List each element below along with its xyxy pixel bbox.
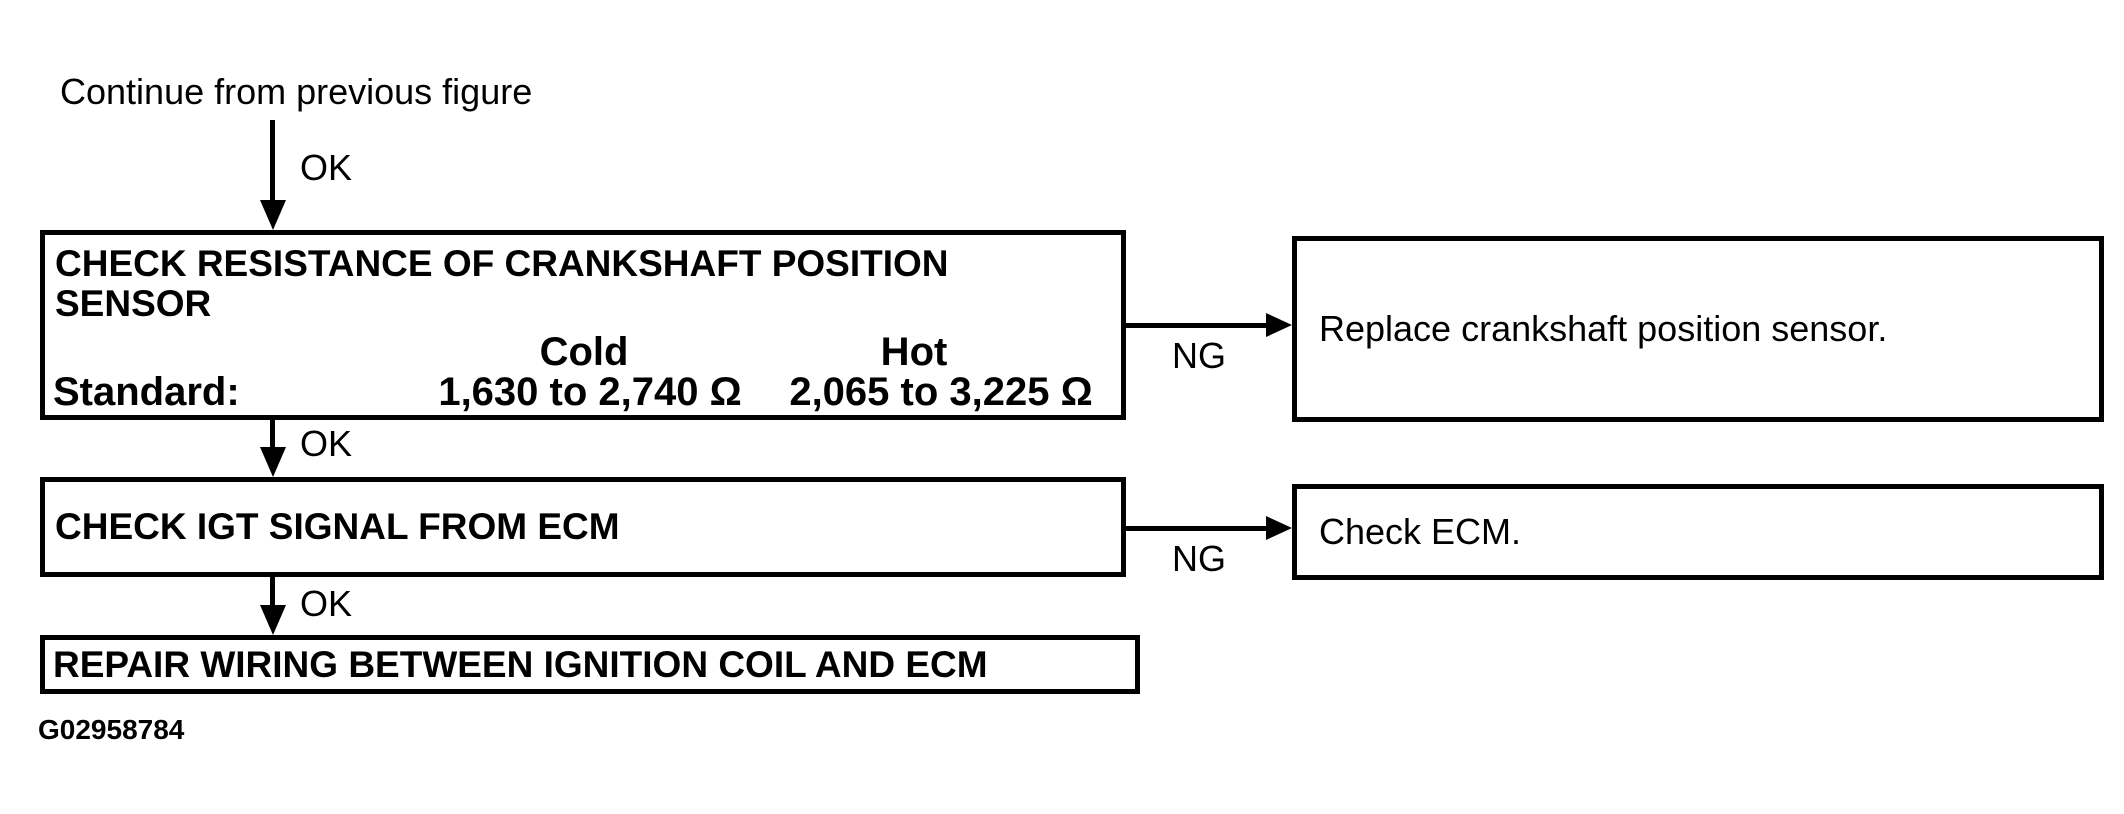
- ok-label-2: OK: [300, 423, 353, 464]
- ng-label-2: NG: [1172, 538, 1226, 579]
- ng-label-1: NG: [1172, 335, 1226, 376]
- result-text-check-ecm: Check ECM.: [1319, 511, 1522, 552]
- result-box-replace-sensor: Replace crankshaft position sensor.: [1292, 236, 2104, 422]
- result-text-replace-sensor: Replace crankshaft position sensor.: [1319, 308, 1888, 349]
- flow-line-entry-to-step1: [270, 120, 275, 200]
- standard-value-cold: 1,630 to 2,740 Ω: [438, 370, 742, 414]
- step3-title: REPAIR WIRING BETWEEN IGNITION COIL AND …: [53, 643, 988, 685]
- ok-label-3: OK: [300, 583, 353, 624]
- arrowhead-down-icon: [260, 605, 286, 635]
- result-box-check-ecm: Check ECM.: [1292, 484, 2104, 580]
- flow-line-step2-ng: [1126, 526, 1268, 531]
- step-box-crankshaft-resistance: CHECK RESISTANCE OF CRANKSHAFT POSITION …: [40, 230, 1126, 420]
- figure-id: G02958784: [38, 714, 185, 745]
- column-header-cold: Cold: [539, 330, 629, 374]
- entry-label: Continue from previous figure: [60, 71, 533, 112]
- standard-value-hot: 2,065 to 3,225 Ω: [789, 370, 1093, 414]
- column-header-hot: Hot: [880, 330, 948, 374]
- ok-label-1: OK: [300, 147, 353, 188]
- step2-title: CHECK IGT SIGNAL FROM ECM: [55, 506, 620, 547]
- arrowhead-down-icon: [260, 200, 286, 230]
- step-box-igt-signal: CHECK IGT SIGNAL FROM ECM: [40, 477, 1126, 577]
- arrowhead-right-icon: [1266, 516, 1292, 540]
- arrowhead-right-icon: [1266, 313, 1292, 337]
- flow-line-step2-to-step3: [270, 577, 275, 605]
- standard-label: Standard:: [53, 370, 240, 414]
- step1-title-line2: SENSOR: [55, 283, 212, 324]
- flow-line-step1-ng: [1126, 323, 1268, 328]
- step1-title-line1: CHECK RESISTANCE OF CRANKSHAFT POSITION: [55, 243, 949, 284]
- arrowhead-down-icon: [260, 447, 286, 477]
- flow-line-step1-to-step2: [270, 420, 275, 447]
- step-box-repair-wiring: REPAIR WIRING BETWEEN IGNITION COIL AND …: [40, 635, 1140, 694]
